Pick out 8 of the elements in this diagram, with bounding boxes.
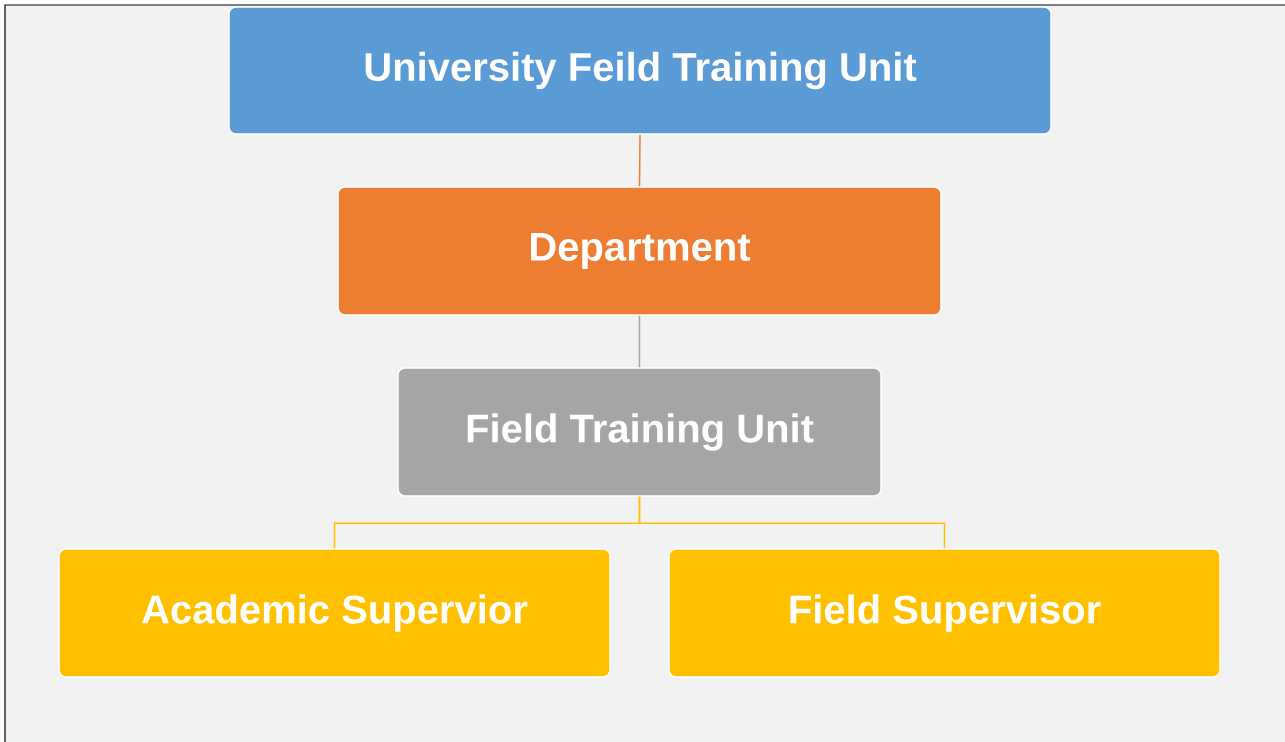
connector-line bbox=[638, 134, 641, 187]
org-box: University Feild Training Unit bbox=[228, 6, 1052, 135]
org-box: Academic Supervior bbox=[58, 548, 611, 678]
org-box: Department bbox=[337, 186, 942, 316]
org-box: Field Training Unit bbox=[397, 367, 882, 497]
connector-line bbox=[638, 496, 946, 549]
connector-line bbox=[638, 315, 641, 368]
org-box: Field Supervisor bbox=[668, 548, 1221, 678]
